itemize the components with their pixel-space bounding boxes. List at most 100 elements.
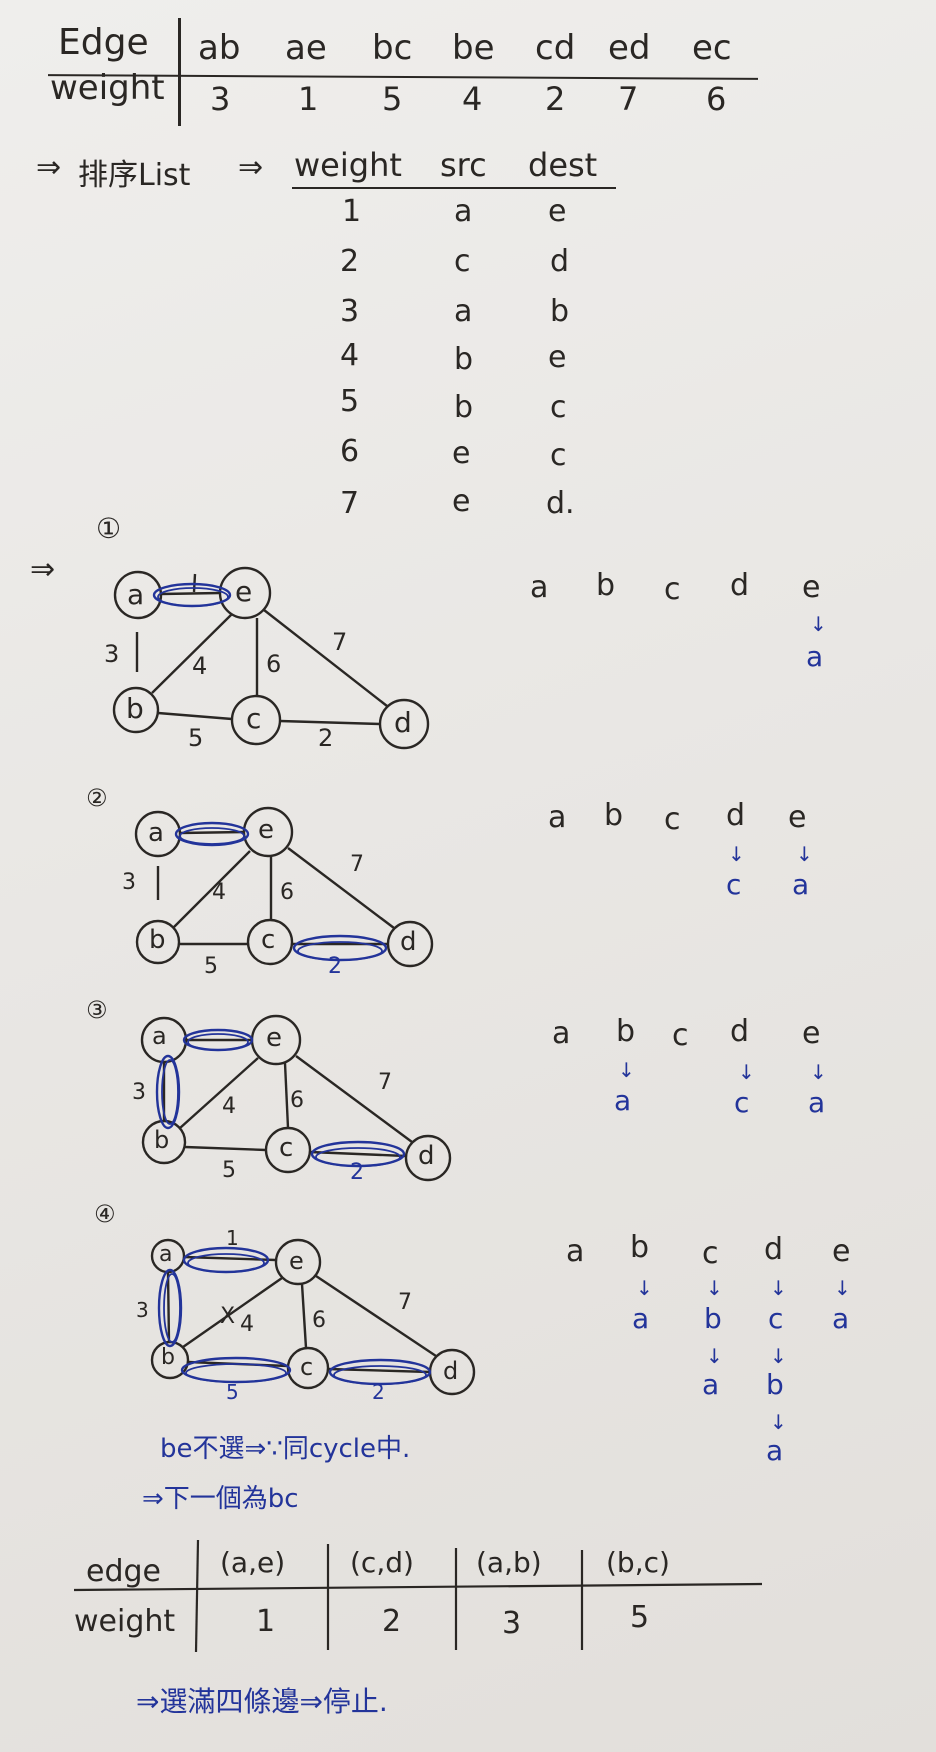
sort-dest: d — [550, 244, 570, 279]
selected-edge-ab-2 — [163, 1273, 181, 1343]
set-arrow: ↓ — [770, 1344, 787, 1368]
set-parent-e: a — [832, 1302, 850, 1335]
set-arrow: ↓ — [770, 1276, 787, 1300]
selected-edge-ae-2 — [187, 1253, 265, 1273]
edge-label-cd: 2 — [328, 954, 342, 979]
edge-label-bc: 5 — [188, 724, 204, 752]
sort-dest: c — [550, 438, 567, 473]
edge-label-ed: 7 — [378, 1070, 392, 1095]
sort-header-underline — [292, 187, 616, 189]
selected-edge-ae-2 — [157, 587, 229, 607]
selected-edge-cd-2 — [297, 941, 383, 961]
set-header-d: d — [764, 1232, 784, 1267]
edge-row-label: Edge — [58, 22, 149, 63]
edge-label-ab: 3 — [132, 1080, 146, 1105]
set-header-a: a — [530, 570, 549, 605]
selected-edge-bc-2 — [185, 1363, 287, 1383]
sort-weight: 4 — [340, 338, 360, 373]
set-header-a: a — [566, 1234, 585, 1269]
edge-label-be: 4 — [192, 652, 208, 680]
sort-weight: 1 — [342, 194, 362, 229]
weight-cell: 5 — [382, 80, 403, 118]
node-a — [113, 570, 163, 620]
node-label-e: e — [266, 1023, 282, 1053]
sort-weight: 7 — [340, 486, 360, 521]
set-header-b: b — [630, 1230, 650, 1265]
edge-be — [179, 1057, 259, 1129]
sort-arrow: ⇒ — [36, 150, 62, 185]
result-edge-cell: (b,c) — [606, 1546, 670, 1579]
node-label-e: e — [235, 575, 253, 608]
set-header-e: e — [802, 1016, 821, 1051]
edge-label-be: 4 — [212, 880, 226, 905]
set-parent-e: a — [792, 868, 810, 901]
edge-ed — [287, 847, 395, 929]
sort-src: a — [454, 194, 473, 229]
result-weight-cell: 2 — [382, 1604, 402, 1639]
edge-ed — [295, 1055, 413, 1143]
edge-label-bc: 5 — [222, 1158, 236, 1183]
set-header-c: c — [664, 802, 681, 837]
set-parent-e: a — [808, 1086, 826, 1119]
weight-cell: 4 — [462, 80, 483, 118]
node-label-b: b — [161, 1345, 175, 1370]
result-row-label-edge: edge — [86, 1554, 161, 1589]
edge-ae — [179, 830, 245, 835]
set-header-d: d — [726, 798, 746, 833]
selected-edge-ae-2 — [179, 827, 245, 845]
result-weight-cell: 1 — [256, 1604, 276, 1639]
edge-label-ec: 6 — [280, 880, 294, 905]
node-label-d: d — [394, 706, 412, 739]
node-label-e: e — [289, 1247, 304, 1275]
sort-src: b — [454, 342, 474, 377]
edge-label-cd: 2 — [350, 1160, 364, 1185]
result-weight-cell: 5 — [630, 1600, 650, 1635]
step-lead-arrow: ⇒ — [30, 552, 56, 587]
edge-cell: ab — [198, 28, 241, 68]
edge-cell: ed — [608, 28, 651, 68]
graph-step-1 — [112, 566, 430, 750]
edge-cell: bc — [372, 28, 413, 68]
edge-label-ed: 7 — [350, 852, 364, 877]
weight-cell: 3 — [210, 80, 231, 118]
set-parent-e: a — [806, 640, 824, 673]
edge-label-ab: 3 — [122, 870, 136, 895]
set-header-d: d — [730, 1014, 750, 1049]
set-header-c: c — [664, 572, 681, 607]
node-label-a: a — [152, 1022, 167, 1050]
set-arrow: ↓ — [618, 1058, 635, 1082]
sort-header-weight: weight — [294, 146, 402, 184]
set-header-a: a — [548, 800, 567, 835]
weight-cell: 1 — [298, 80, 319, 118]
set-arrow: ↓ — [728, 842, 745, 866]
edge-be — [173, 850, 251, 928]
selected-edge-ae — [174, 821, 250, 847]
result-table-rules — [73, 1539, 763, 1653]
sort-src: e — [452, 484, 471, 519]
result-edge-cell: (c,d) — [350, 1546, 414, 1579]
selected-edge-ae-2 — [187, 1033, 249, 1051]
set-header-c: c — [702, 1236, 719, 1271]
edge-label-be: 4 — [240, 1312, 254, 1337]
set-parent-d: c — [768, 1302, 784, 1335]
result-row-label-weight: weight — [74, 1604, 176, 1639]
selected-edge-ab — [155, 1054, 181, 1130]
edge-cell: be — [452, 28, 495, 68]
graph-step-2 — [134, 806, 434, 968]
set-parent-d: c — [734, 1086, 750, 1119]
edge-label-ae: 1 — [226, 1226, 239, 1250]
node-label-a: a — [127, 578, 145, 611]
edge-label-ed: 7 — [398, 1290, 412, 1315]
table-divider-vertical — [178, 18, 181, 126]
edge-ec — [283, 1062, 290, 1129]
set-arrow: ↓ — [636, 1276, 653, 1300]
sort-arrow-2: ⇒ — [238, 150, 264, 185]
result-weight-cell: 3 — [502, 1606, 522, 1641]
step-marker: ③ — [86, 996, 108, 1024]
set-header-e: e — [832, 1234, 851, 1269]
weight-cell: 7 — [618, 80, 639, 118]
edge-ed — [315, 1275, 437, 1357]
step-marker: ④ — [94, 1200, 116, 1228]
